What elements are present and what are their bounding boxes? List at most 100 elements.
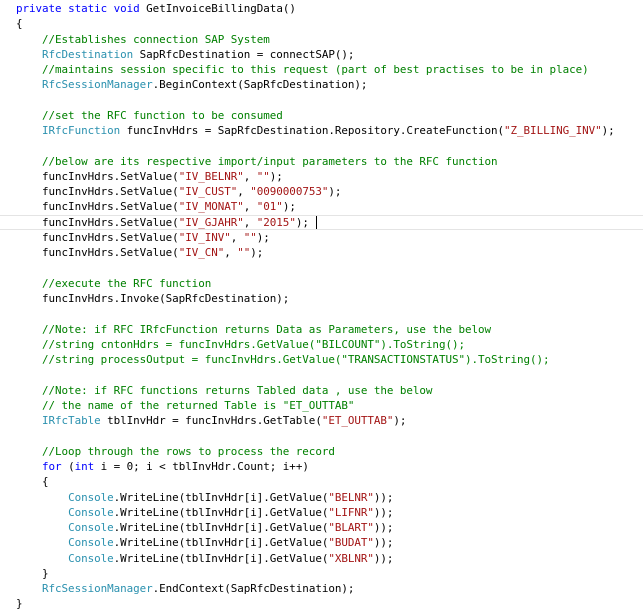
code-line[interactable]: funcInvHdrs.SetValue("IV_CN", ""); bbox=[0, 245, 643, 260]
line-indent bbox=[16, 338, 42, 351]
code-token: funcInvHdrs.SetValue( bbox=[42, 215, 179, 229]
code-token: funcInvHdrs = SapRfcDestination.Reposito… bbox=[120, 124, 505, 138]
code-line[interactable]: Console.WriteLine(tblInvHdr[i].GetValue(… bbox=[0, 535, 643, 550]
code-token: .WriteLine(tblInvHdr[i].GetValue( bbox=[113, 505, 329, 519]
string-token: "LIFNR" bbox=[328, 505, 374, 519]
comment-token: //string processOutput = funcInvHdrs.Get… bbox=[42, 353, 550, 367]
code-line[interactable]: Console.WriteLine(tblInvHdr[i].GetValue(… bbox=[0, 505, 643, 520]
line-indent bbox=[16, 521, 68, 534]
code-line[interactable]: } bbox=[0, 566, 643, 581]
code-line[interactable]: } bbox=[0, 596, 643, 611]
code-line[interactable]: Console.WriteLine(tblInvHdr[i].GetValue(… bbox=[0, 490, 643, 505]
code-line[interactable]: funcInvHdrs.Invoke(SapRfcDestination); bbox=[0, 291, 643, 306]
code-token: ); bbox=[250, 246, 264, 260]
line-indent bbox=[16, 246, 42, 259]
comment-token: //Note: if RFC IRfcFunction returns Data… bbox=[42, 322, 491, 336]
string-token: "ET_OUTTAB" bbox=[321, 414, 394, 428]
code-line[interactable]: //maintains session specific to this req… bbox=[0, 62, 643, 77]
code-line[interactable]: //string processOutput = funcInvHdrs.Get… bbox=[0, 352, 643, 367]
keyword-token: static bbox=[68, 2, 108, 15]
code-line[interactable]: //Note: if RFC IRfcFunction returns Data… bbox=[0, 322, 643, 337]
code-token: )); bbox=[373, 505, 394, 519]
code-line[interactable] bbox=[0, 261, 643, 276]
string-token: "IV_GJAHR" bbox=[178, 215, 244, 229]
string-token: "BLART" bbox=[328, 521, 374, 535]
code-line[interactable]: for (int i = 0; i < tblInvHdr.Count; i++… bbox=[0, 459, 643, 474]
line-indent bbox=[16, 185, 42, 198]
line-indent bbox=[16, 445, 42, 458]
code-token: .WriteLine(tblInvHdr[i].GetValue( bbox=[113, 551, 329, 565]
code-line[interactable]: Console.WriteLine(tblInvHdr[i].GetValue(… bbox=[0, 520, 643, 535]
line-indent bbox=[16, 124, 42, 137]
string-token: "IV_INV" bbox=[178, 230, 231, 244]
comment-token: //Establishes connection SAP System bbox=[42, 32, 270, 46]
keyword-token: for bbox=[42, 459, 62, 473]
code-line[interactable]: RfcSessionManager.EndContext(SapRfcDesti… bbox=[0, 581, 643, 596]
string-token: "IV_CN" bbox=[178, 246, 225, 260]
code-line[interactable] bbox=[0, 306, 643, 321]
code-line[interactable]: { bbox=[0, 16, 643, 31]
code-line[interactable]: IRfcFunction funcInvHdrs = SapRfcDestina… bbox=[0, 123, 643, 138]
code-token: .WriteLine(tblInvHdr[i].GetValue( bbox=[113, 521, 329, 535]
keyword-token: private bbox=[16, 2, 62, 15]
code-token: ); bbox=[269, 169, 283, 183]
code-line[interactable] bbox=[0, 138, 643, 153]
code-line[interactable]: funcInvHdrs.SetValue("IV_BELNR", ""); bbox=[0, 169, 643, 184]
code-line[interactable]: funcInvHdrs.SetValue("IV_CUST", "0090000… bbox=[0, 184, 643, 199]
code-line[interactable]: Console.WriteLine(tblInvHdr[i].GetValue(… bbox=[0, 551, 643, 566]
code-token: i = 0; i < tblInvHdr.Count; i++) bbox=[94, 459, 309, 473]
line-indent bbox=[16, 399, 42, 412]
code-token: { bbox=[16, 17, 23, 31]
code-line[interactable]: //set the RFC function to be consumed bbox=[0, 108, 643, 123]
code-line[interactable]: IRfcTable tblInvHdr = funcInvHdrs.GetTab… bbox=[0, 413, 643, 428]
comment-token: //string cntonHdrs = funcInvHdrs.GetValu… bbox=[42, 337, 465, 351]
code-line[interactable] bbox=[0, 428, 643, 443]
comment-token: // the name of the returned Table is "ET… bbox=[42, 398, 355, 412]
code-line[interactable]: funcInvHdrs.SetValue("IV_MONAT", "01"); bbox=[0, 199, 643, 214]
string-token: "IV_BELNR" bbox=[178, 169, 244, 183]
line-indent bbox=[16, 63, 42, 76]
code-token: ); bbox=[282, 200, 296, 214]
code-token: ( bbox=[61, 459, 75, 473]
code-token: funcInvHdrs.SetValue( bbox=[42, 246, 179, 260]
code-line[interactable]: private static void GetInvoiceBillingDat… bbox=[0, 1, 643, 16]
string-token: "XBLNR" bbox=[328, 551, 374, 565]
code-token: funcInvHdrs.SetValue( bbox=[42, 200, 179, 214]
code-line[interactable]: //Note: if RFC functions returns Tabled … bbox=[0, 383, 643, 398]
type-token: RfcDestination bbox=[42, 47, 134, 61]
type-token: Console bbox=[68, 521, 114, 535]
code-token: ); bbox=[295, 215, 316, 229]
type-token: Console bbox=[68, 536, 114, 550]
code-token: , bbox=[224, 246, 238, 260]
code-line[interactable]: funcInvHdrs.SetValue("IV_INV", ""); bbox=[0, 230, 643, 245]
code-line[interactable]: //Loop through the rows to process the r… bbox=[0, 444, 643, 459]
line-indent bbox=[16, 506, 68, 519]
comment-token: //Loop through the rows to process the r… bbox=[42, 444, 335, 458]
line-indent bbox=[16, 48, 42, 61]
code-token: , bbox=[237, 185, 251, 199]
code-line[interactable]: // the name of the returned Table is "ET… bbox=[0, 398, 643, 413]
code-token: { bbox=[42, 475, 49, 489]
code-line[interactable]: RfcSessionManager.BeginContext(SapRfcDes… bbox=[0, 77, 643, 92]
code-line[interactable] bbox=[0, 93, 643, 108]
code-line-current[interactable]: funcInvHdrs.SetValue("IV_GJAHR", "2015")… bbox=[0, 214, 643, 230]
code-line[interactable]: { bbox=[0, 474, 643, 489]
comment-token: //maintains session specific to this req… bbox=[42, 63, 589, 77]
code-line[interactable]: RfcDestination SapRfcDestination = conne… bbox=[0, 47, 643, 62]
string-token: "IV_CUST" bbox=[178, 185, 238, 199]
line-indent bbox=[16, 33, 42, 46]
comment-token: //Note: if RFC functions returns Tabled … bbox=[42, 383, 433, 397]
code-token: funcInvHdrs.SetValue( bbox=[42, 169, 179, 183]
code-line[interactable] bbox=[0, 367, 643, 382]
code-line[interactable]: //below are its respective import/input … bbox=[0, 154, 643, 169]
line-indent bbox=[16, 78, 42, 91]
code-token: , bbox=[243, 215, 257, 229]
code-line[interactable]: //string cntonHdrs = funcInvHdrs.GetValu… bbox=[0, 337, 643, 352]
code-line[interactable]: //Establishes connection SAP System bbox=[0, 32, 643, 47]
text-cursor bbox=[316, 216, 318, 230]
string-token: "BUDAT" bbox=[328, 536, 374, 550]
type-token: IRfcFunction bbox=[42, 124, 121, 138]
code-line[interactable]: //execute the RFC function bbox=[0, 276, 643, 291]
type-token: Console bbox=[68, 505, 114, 519]
